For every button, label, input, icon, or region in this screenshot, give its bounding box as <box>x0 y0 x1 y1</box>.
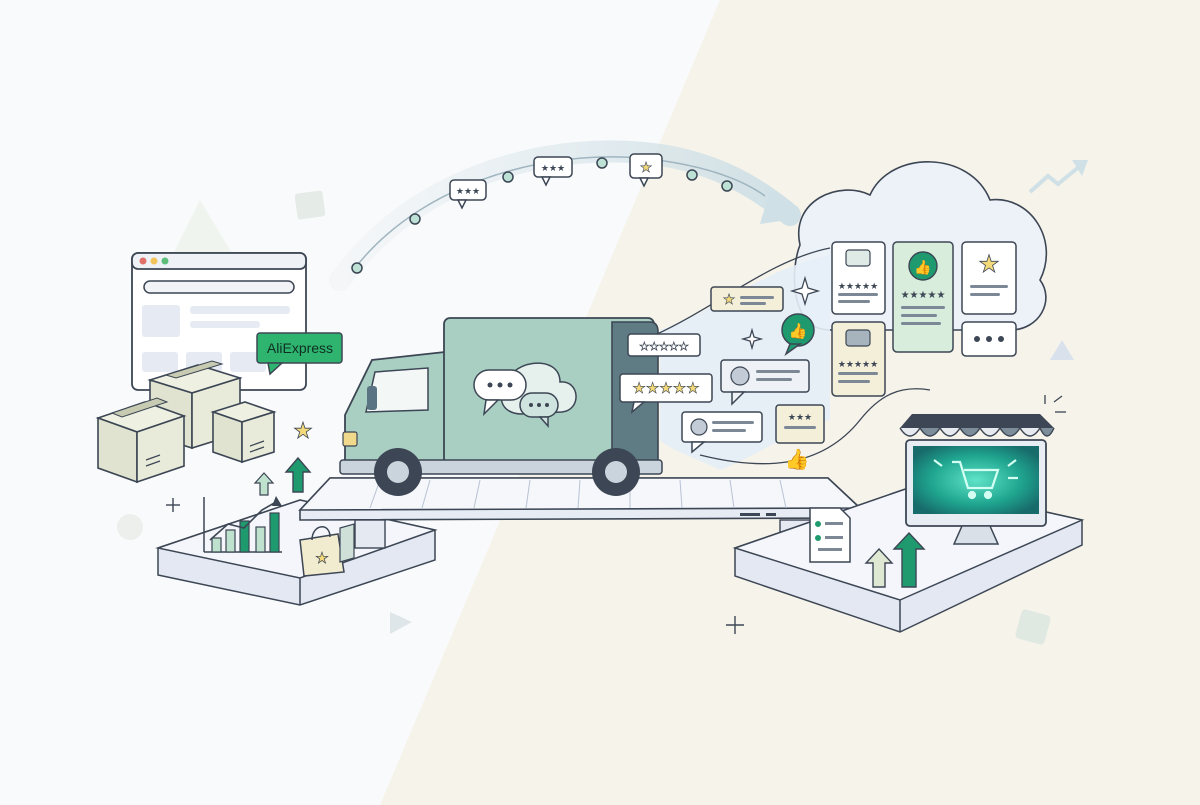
star-rating-icon: ★★★ <box>775 404 825 444</box>
svg-text:★★★: ★★★ <box>788 412 812 422</box>
star-rating-icon: ★★★★★ <box>627 333 701 357</box>
document-icon <box>809 507 851 563</box>
svg-text:★★★★★: ★★★★★ <box>838 359 878 369</box>
review-arc: ★★★ ★★★ ★ <box>329 140 801 291</box>
shopping-cart-icon <box>933 459 1018 500</box>
star-rating-icon: ★★★ <box>449 179 487 210</box>
svg-text:★★★: ★★★ <box>541 163 565 173</box>
chat-bubble-icon <box>961 321 1017 357</box>
growth-arrow-icon <box>864 531 926 588</box>
svg-text:★: ★ <box>640 159 653 175</box>
svg-text:★★★★★: ★★★★★ <box>901 290 946 301</box>
thumbs-up-icon: 👍 <box>781 313 815 357</box>
svg-text:★: ★ <box>315 550 328 567</box>
chat-bubble-icon <box>473 362 577 428</box>
browser-window-icon <box>131 252 307 391</box>
thumbs-up-icon: 👍 <box>914 259 931 276</box>
svg-text:★★★★★: ★★★★★ <box>838 281 878 291</box>
shopping-bag-icon: ★ <box>299 523 355 577</box>
svg-text:★★★★★: ★★★★★ <box>632 380 699 397</box>
sparkle-icon <box>166 498 744 634</box>
source-badge-label: AliExpress <box>267 340 333 356</box>
review-card-icon: 👍 ★★★★★ <box>892 241 954 353</box>
source-badge: AliExpress <box>256 332 343 376</box>
star-rating-icon: ★★★★★ <box>619 373 713 414</box>
star-rating-icon: ★ <box>629 153 663 188</box>
svg-text:★: ★ <box>723 291 736 307</box>
review-card-icon <box>720 359 810 406</box>
cardboard-box-icon <box>95 360 277 484</box>
storefront-awning-icon <box>899 414 1055 545</box>
svg-text:★★★★★: ★★★★★ <box>639 341 688 353</box>
review-card-icon <box>681 411 763 454</box>
growth-arrow-icon <box>253 456 312 496</box>
svg-text:👍: 👍 <box>789 322 808 340</box>
review-card-icon: ★ <box>961 241 1017 315</box>
svg-text:★: ★ <box>978 251 1000 278</box>
trend-arrow-icon <box>1028 164 1082 194</box>
review-card-icon: ★★★★★ <box>831 241 886 315</box>
sparkle-icon <box>740 275 821 351</box>
bar-chart-icon <box>203 496 282 553</box>
star-rating-icon: ★ <box>710 286 784 312</box>
star-rating-icon: ★★★ <box>533 156 573 187</box>
star-icon: ★ <box>293 418 313 443</box>
delivery-truck-icon <box>339 317 663 496</box>
svg-text:★★★: ★★★ <box>456 186 480 196</box>
sparkle-icon <box>1044 395 1066 413</box>
thumbs-up-icon: 👍 <box>785 447 810 471</box>
review-card-icon: ★★★★★ <box>831 321 886 397</box>
